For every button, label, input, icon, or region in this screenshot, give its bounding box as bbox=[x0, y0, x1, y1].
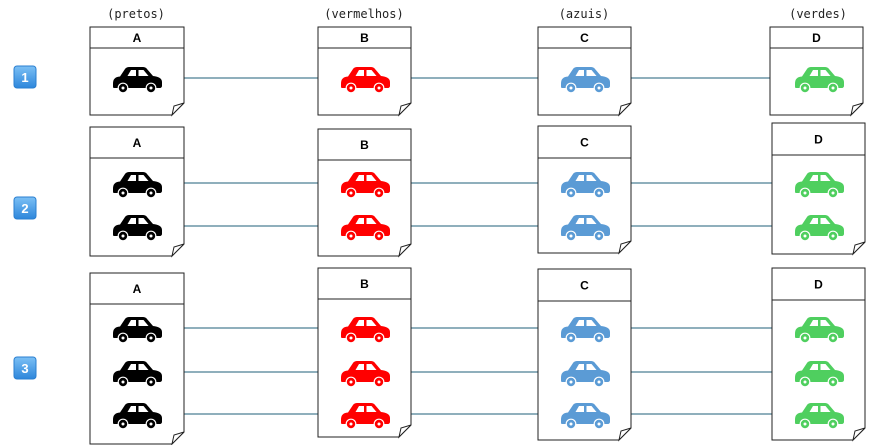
document-a-row-2: A bbox=[89, 126, 185, 258]
row-badge-number: 3 bbox=[21, 361, 28, 376]
row-badge-1: 1 bbox=[13, 65, 37, 89]
document-a-row-1: A bbox=[89, 26, 185, 117]
column-label-b: (vermelhos) bbox=[324, 7, 403, 21]
car-icon bbox=[341, 67, 390, 94]
car-icon bbox=[561, 67, 610, 94]
document-title: B bbox=[360, 138, 369, 152]
column-label-d: (verdes) bbox=[789, 7, 847, 21]
row-badge-3: 3 bbox=[13, 356, 37, 380]
car-icon bbox=[561, 215, 610, 242]
car-icon bbox=[113, 67, 162, 94]
car-icon bbox=[341, 172, 390, 199]
document-d-row-1: D bbox=[769, 26, 864, 117]
document-title: A bbox=[133, 136, 142, 150]
document-b-row-3: B bbox=[317, 267, 412, 439]
car-icon bbox=[341, 361, 390, 388]
document-title: A bbox=[133, 31, 142, 45]
document-title: C bbox=[580, 279, 589, 293]
car-icon bbox=[795, 215, 844, 242]
car-icon bbox=[561, 172, 610, 199]
document-title: B bbox=[360, 277, 369, 291]
document-b-row-2: B bbox=[317, 128, 412, 258]
car-icon bbox=[341, 215, 390, 242]
document-c-row-3: C bbox=[537, 268, 632, 442]
document-title: D bbox=[814, 133, 823, 147]
row-badge-number: 2 bbox=[21, 201, 28, 216]
document-title: C bbox=[580, 136, 589, 150]
car-icon bbox=[341, 403, 390, 430]
column-label-a: (pretos) bbox=[107, 7, 165, 21]
car-icon bbox=[561, 361, 610, 388]
car-icon bbox=[113, 361, 162, 388]
document-c-row-2: C bbox=[537, 125, 632, 255]
document-title: D bbox=[812, 31, 821, 45]
car-icon bbox=[795, 67, 844, 94]
document-title: A bbox=[133, 282, 142, 296]
document-b-row-1: B bbox=[317, 26, 412, 117]
row-badge-number: 1 bbox=[21, 70, 28, 85]
car-icon bbox=[795, 403, 844, 430]
document-title: D bbox=[814, 278, 823, 292]
car-icon bbox=[795, 361, 844, 388]
document-c-row-1: C bbox=[537, 26, 632, 117]
car-icon bbox=[795, 317, 844, 344]
column-label-c: (azuis) bbox=[559, 7, 610, 21]
car-icon bbox=[561, 317, 610, 344]
car-icon bbox=[561, 403, 610, 430]
document-title: B bbox=[360, 31, 369, 45]
document-d-row-3: D bbox=[771, 267, 866, 442]
car-icon bbox=[113, 172, 162, 199]
document-a-row-3: A bbox=[89, 272, 185, 445]
document-title: C bbox=[580, 31, 589, 45]
car-icon bbox=[113, 317, 162, 344]
car-icon bbox=[341, 317, 390, 344]
car-icon bbox=[113, 403, 162, 430]
car-icon bbox=[795, 172, 844, 199]
row-badge-2: 2 bbox=[13, 196, 37, 220]
car-icon bbox=[113, 215, 162, 242]
document-d-row-2: D bbox=[771, 122, 866, 256]
